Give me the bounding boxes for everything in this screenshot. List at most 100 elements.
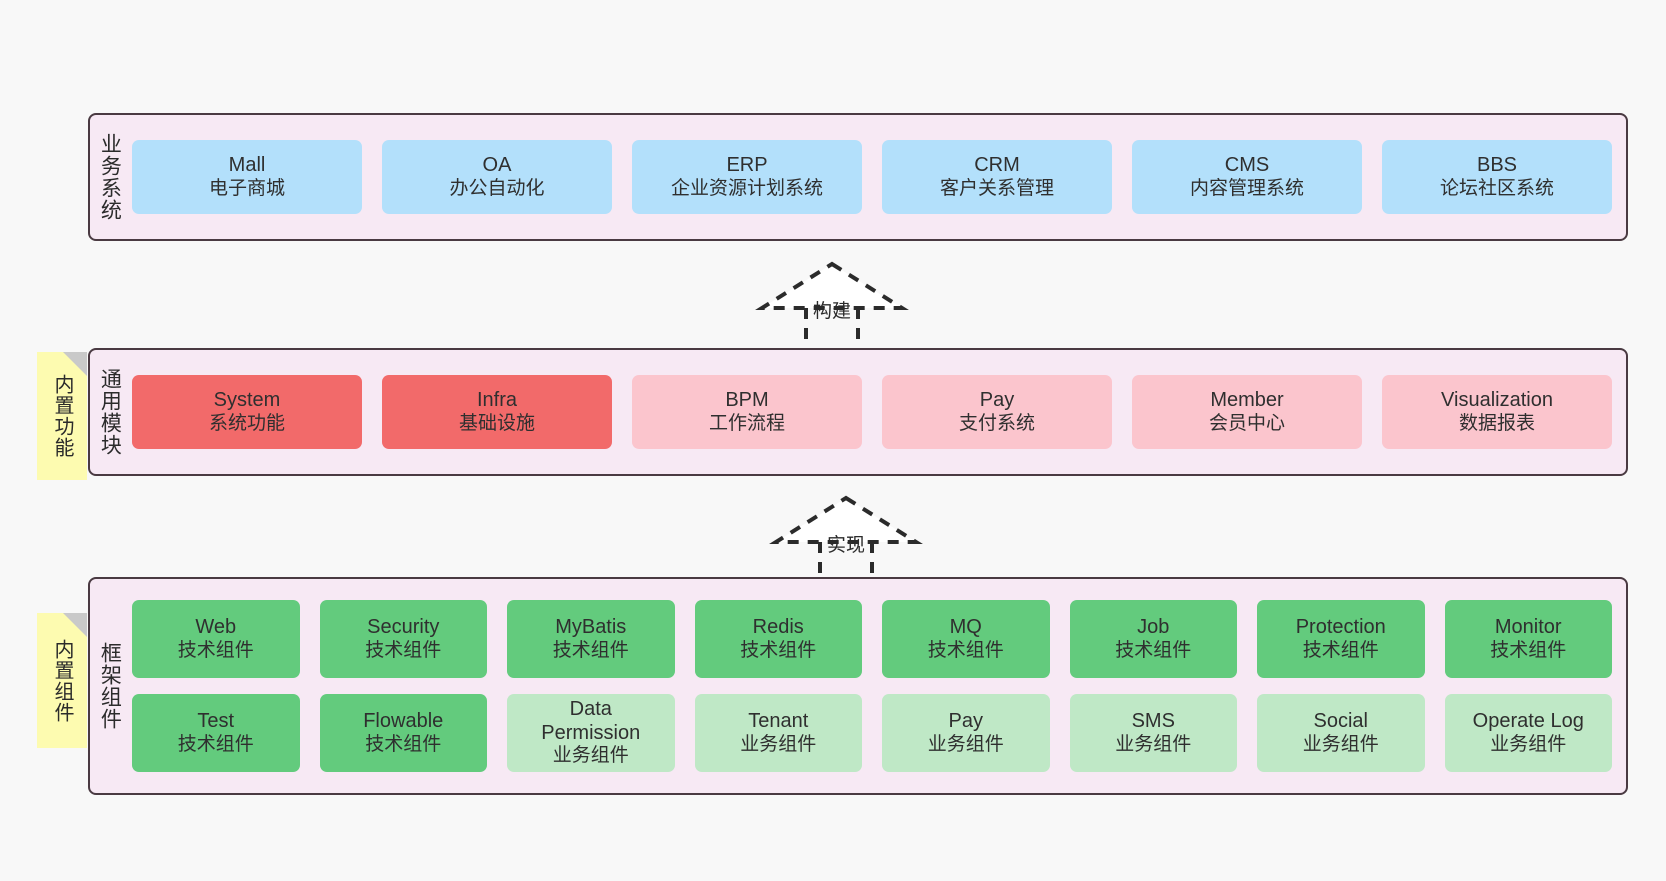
card-title-cn: 技术组件 (1490, 639, 1567, 661)
sticky-fold-icon (63, 352, 87, 376)
card-title-cn: 技术组件 (552, 639, 629, 661)
card-title-cn: 技术组件 (927, 639, 1004, 661)
card-title-en: Pay (979, 389, 1015, 411)
card-crm[interactable]: CRM 客户关系管理 (882, 140, 1112, 214)
card-title-en: Redis (752, 616, 804, 638)
card-job[interactable]: Job 技术组件 (1069, 600, 1237, 678)
card-title-en: OA (482, 154, 512, 176)
card-title-en: Infra (476, 389, 518, 411)
card-title-cn: 数据报表 (1458, 412, 1535, 434)
card-title-en: Mall (228, 154, 266, 176)
card-sms[interactable]: SMS 业务组件 (1069, 694, 1237, 772)
card-infra[interactable]: Infra 基础设施 (382, 375, 612, 449)
card-social[interactable]: Social 业务组件 (1257, 694, 1425, 772)
card-title-en: BPM (725, 389, 769, 411)
card-row: Test 技术组件 Flowable 技术组件 Data Permission … (132, 694, 1612, 772)
sticky-note-label: 内置功能 (51, 374, 73, 458)
card-title-cn: 技术组件 (740, 639, 817, 661)
card-oa[interactable]: OA 办公自动化 (382, 140, 612, 214)
card-title-en: Test (197, 710, 235, 732)
card-title-cn: 办公自动化 (449, 177, 545, 199)
card-pay-business[interactable]: Pay 业务组件 (882, 694, 1050, 772)
card-title-en: MyBatis (555, 616, 627, 638)
card-protection[interactable]: Protection 技术组件 (1257, 600, 1425, 678)
card-title-cn: 客户关系管理 (939, 177, 1054, 199)
layer-framework-components: 框架组件 Web 技术组件 Security 技术组件 MyBatis 技术组件… (88, 577, 1628, 795)
card-title-cn: 业务组件 (740, 733, 817, 755)
card-member[interactable]: Member 会员中心 (1132, 375, 1362, 449)
card-title-cn: 业务组件 (552, 745, 629, 767)
card-test[interactable]: Test 技术组件 (132, 694, 300, 772)
card-row: System 系统功能 Infra 基础设施 BPM 工作流程 Pay 支付系统… (132, 375, 1612, 449)
card-title-cn: 业务组件 (1115, 733, 1192, 755)
card-title-cn: 业务组件 (1490, 733, 1567, 755)
card-title-cn: 技术组件 (365, 639, 442, 661)
sticky-note-label: 内置组件 (51, 638, 73, 723)
card-title-en: Monitor (1494, 616, 1562, 638)
card-mall[interactable]: Mall 电子商城 (132, 140, 362, 214)
card-title-en: Security (367, 616, 440, 638)
card-row: Web 技术组件 Security 技术组件 MyBatis 技术组件 Redi… (132, 600, 1612, 678)
card-erp[interactable]: ERP 企业资源计划系统 (632, 140, 862, 214)
card-title-en: CMS (1224, 154, 1270, 176)
card-title-en: Flowable (363, 710, 444, 732)
card-security[interactable]: Security 技术组件 (319, 600, 487, 678)
card-operate-log[interactable]: Operate Log 业务组件 (1444, 694, 1612, 772)
card-tenant[interactable]: Tenant 业务组件 (694, 694, 862, 772)
layer-title-business: 业务系统 (98, 133, 122, 221)
card-title-en: SMS (1131, 710, 1175, 732)
card-mybatis[interactable]: MyBatis 技术组件 (507, 600, 675, 678)
card-title-cn: 技术组件 (1302, 639, 1379, 661)
card-title-en: Job (1137, 616, 1170, 638)
card-title-en: ERP (726, 154, 768, 176)
card-monitor[interactable]: Monitor 技术组件 (1444, 600, 1612, 678)
card-title-en: Pay (948, 710, 983, 732)
sticky-note-builtin-functions: 内置功能 (37, 352, 87, 480)
layer-body-framework: Web 技术组件 Security 技术组件 MyBatis 技术组件 Redi… (128, 579, 1626, 793)
layer-body-business: Mall 电子商城 OA 办公自动化 ERP 企业资源计划系统 CRM 客户关系… (128, 115, 1626, 239)
layer-business-systems: 业务系统 Mall 电子商城 OA 办公自动化 ERP 企业资源计划系统 CRM… (88, 113, 1628, 241)
card-title-en: Web (195, 616, 237, 638)
layer-title-framework: 框架组件 (98, 642, 122, 730)
card-title-cn: 工作流程 (708, 412, 785, 434)
card-visualization[interactable]: Visualization 数据报表 (1382, 375, 1612, 449)
card-title-en: CRM (974, 154, 1020, 176)
card-title-en: Visualization (1441, 389, 1553, 411)
build-arrow-icon (755, 261, 909, 348)
implement-arrow-icon (769, 495, 923, 582)
layer-body-common: System 系统功能 Infra 基础设施 BPM 工作流程 Pay 支付系统… (128, 350, 1626, 474)
card-title-cn: 技术组件 (365, 733, 442, 755)
card-title-en: BBS (1476, 154, 1518, 176)
card-cms[interactable]: CMS 内容管理系统 (1132, 140, 1362, 214)
card-title-en: Protection (1295, 616, 1386, 638)
card-title-en: MQ (949, 616, 982, 638)
connector-implement-label: 实现 (826, 535, 866, 556)
card-title-en: System (213, 389, 281, 411)
card-title-cn: 会员中心 (1208, 412, 1285, 434)
card-pay[interactable]: Pay 支付系统 (882, 375, 1112, 449)
card-title-cn: 支付系统 (958, 412, 1035, 434)
card-flowable[interactable]: Flowable 技术组件 (319, 694, 487, 772)
sticky-note-builtin-components: 内置组件 (37, 613, 87, 748)
card-title-cn: 技术组件 (177, 639, 254, 661)
card-bpm[interactable]: BPM 工作流程 (632, 375, 862, 449)
card-title-cn: 论坛社区系统 (1439, 177, 1554, 199)
card-redis[interactable]: Redis 技术组件 (694, 600, 862, 678)
card-bbs[interactable]: BBS 论坛社区系统 (1382, 140, 1612, 214)
card-row: Mall 电子商城 OA 办公自动化 ERP 企业资源计划系统 CRM 客户关系… (132, 140, 1612, 214)
card-title-cn: 业务组件 (927, 733, 1004, 755)
card-title-cn: 电子商城 (208, 177, 285, 199)
connector-implement: 实现 (766, 492, 926, 582)
card-title-cn: 技术组件 (177, 733, 254, 755)
card-web[interactable]: Web 技术组件 (132, 600, 300, 678)
card-title-en: Member (1210, 389, 1284, 411)
sticky-fold-icon (63, 613, 87, 637)
card-title-cn: 系统功能 (208, 412, 285, 434)
card-data-permission[interactable]: Data Permission 业务组件 (507, 694, 675, 772)
connector-build: 构建 (752, 258, 912, 348)
card-system[interactable]: System 系统功能 (132, 375, 362, 449)
card-title-en: Data Permission (541, 698, 641, 744)
card-mq[interactable]: MQ 技术组件 (882, 600, 1050, 678)
card-title-cn: 业务组件 (1302, 733, 1379, 755)
card-title-cn: 基础设施 (458, 412, 535, 434)
